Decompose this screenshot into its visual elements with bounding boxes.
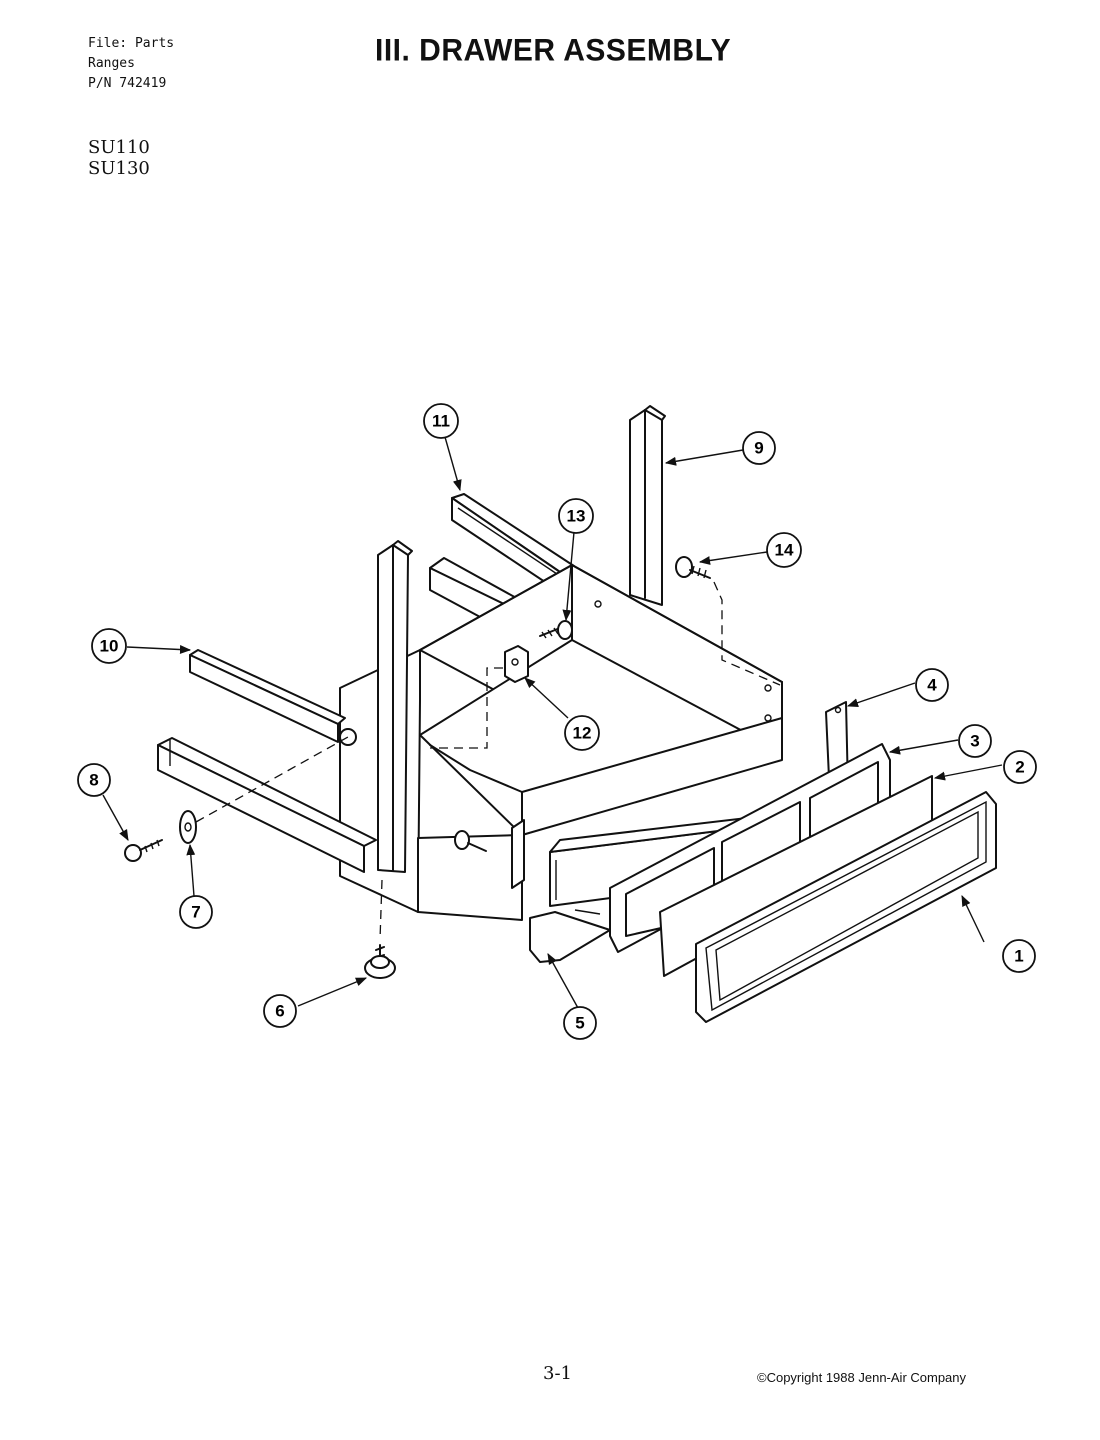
- callout-7-label: 7: [191, 903, 200, 922]
- part-8-screw: [124, 839, 163, 862]
- model-su130: SU130: [88, 158, 150, 179]
- callout-4: 4: [915, 668, 949, 702]
- callout-8-label: 8: [89, 771, 98, 790]
- callout-2: 2: [1003, 750, 1037, 784]
- callout-6-label: 6: [275, 1002, 284, 1021]
- callout-12-label: 12: [573, 724, 592, 743]
- callout-14: 14: [766, 532, 802, 568]
- part-10-side-rail: [189, 649, 346, 743]
- front-left-channel: [377, 540, 413, 873]
- callout-11: 11: [423, 403, 459, 439]
- callout-3-label: 3: [970, 732, 979, 751]
- part-14-screw: [675, 556, 711, 579]
- callout-10-label: 10: [100, 637, 119, 656]
- callout-8: 8: [77, 763, 111, 797]
- part-7-spacer: [179, 810, 197, 844]
- file-line: File: Parts: [88, 36, 175, 51]
- model-su110: SU110: [88, 137, 150, 158]
- callout-2-label: 2: [1015, 758, 1024, 777]
- part-5-bracket: [511, 819, 611, 963]
- part-9-rear-channel: [629, 405, 666, 606]
- assembly-dashed-lines: [195, 581, 781, 941]
- callout-4-label: 4: [927, 676, 937, 695]
- callout-9-label: 9: [754, 439, 763, 458]
- callout-13: 13: [558, 498, 594, 534]
- part-6-leveling-foot: [364, 944, 396, 979]
- callout-5: 5: [563, 1006, 597, 1040]
- callout-14-label: 14: [775, 541, 794, 560]
- part-1-door-panel: [695, 791, 997, 1023]
- callout-7: 7: [179, 895, 213, 929]
- callout-6: 6: [263, 994, 297, 1028]
- category-line: Ranges: [88, 56, 135, 71]
- callout-11-label: 11: [432, 412, 450, 431]
- file-info: File: Parts Ranges P/N 742419: [88, 34, 174, 94]
- page-number: 3-1: [543, 1363, 572, 1384]
- leader-lines: [102, 436, 1003, 1009]
- copyright-notice: ©Copyright 1988 Jenn-Air Company: [757, 1370, 967, 1385]
- model-list: SU110 SU130: [88, 137, 150, 179]
- callout-1: 1: [1002, 939, 1036, 973]
- page-title: III. DRAWER ASSEMBLY: [375, 33, 732, 68]
- callout-12: 12: [564, 715, 600, 751]
- callout-9: 9: [742, 431, 776, 465]
- callout-13-label: 13: [567, 507, 586, 526]
- callout-5-label: 5: [575, 1014, 584, 1033]
- part-number-line: P/N 742419: [88, 76, 167, 91]
- side-fastener: [339, 728, 487, 852]
- callout-3: 3: [958, 724, 992, 758]
- callout-1-label: 1: [1014, 947, 1023, 966]
- lower-left-rail: [157, 737, 377, 873]
- callout-10: 10: [91, 628, 127, 664]
- part-12-bracket: [504, 645, 529, 683]
- part-13-screw: [539, 620, 573, 640]
